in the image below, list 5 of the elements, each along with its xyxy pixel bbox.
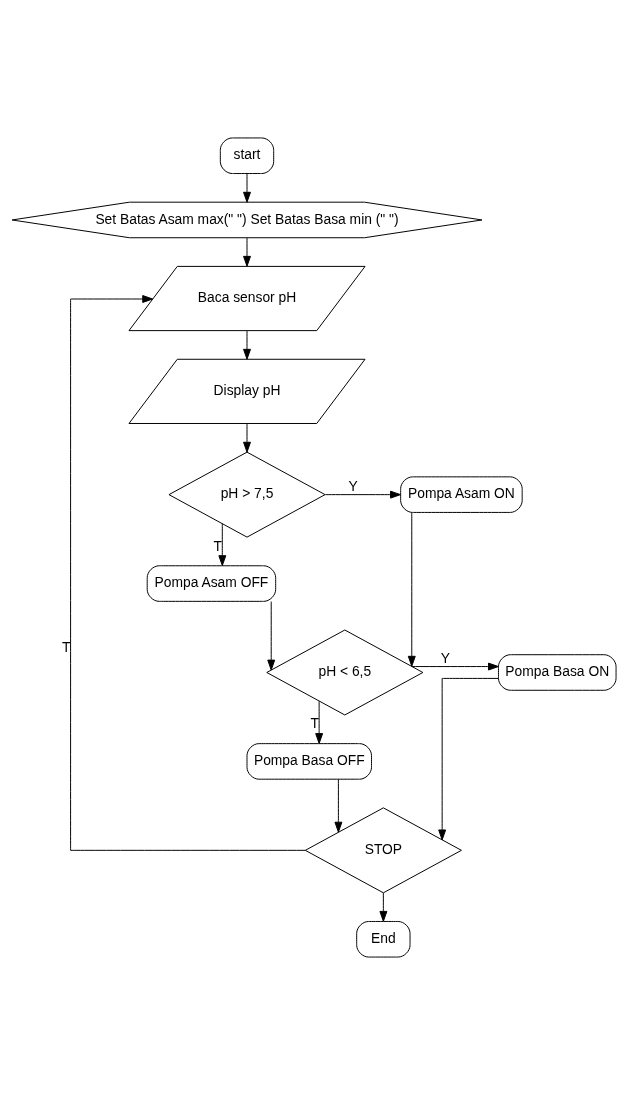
- edge-label: T: [61, 638, 71, 655]
- edge-label: Y: [440, 649, 450, 666]
- edge-label: T: [213, 537, 223, 554]
- edge-label: T: [310, 714, 319, 731]
- edge-label: Y: [348, 477, 358, 494]
